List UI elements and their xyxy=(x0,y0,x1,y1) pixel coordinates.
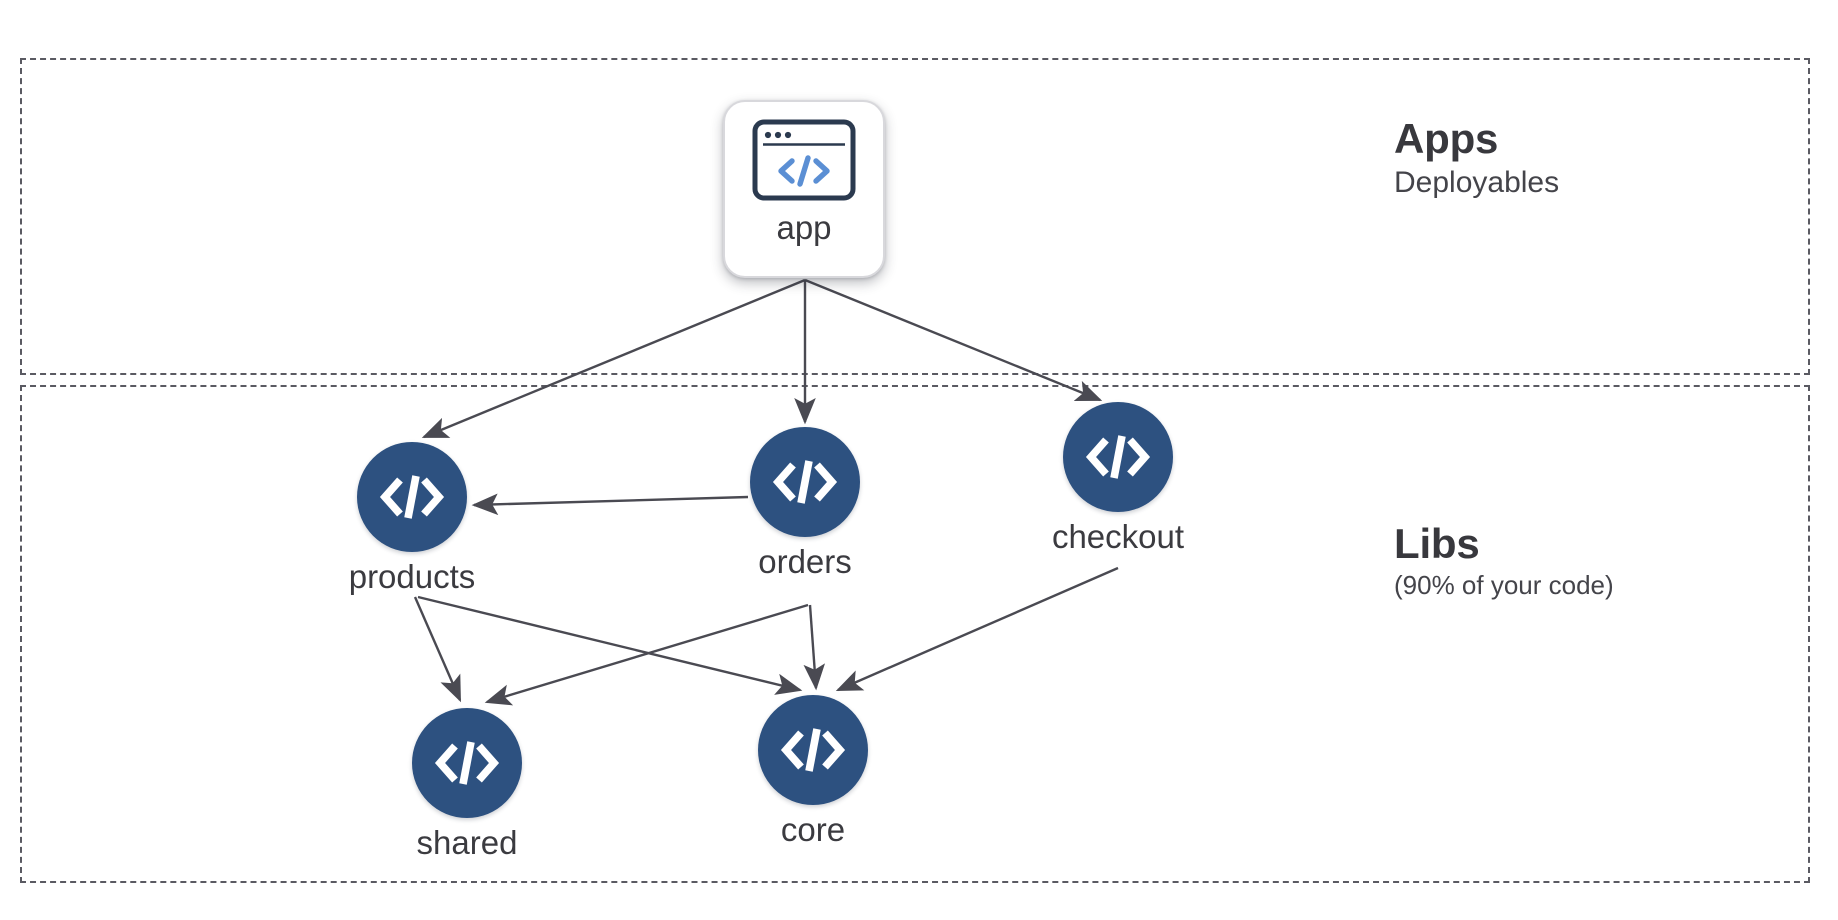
zone-apps xyxy=(20,58,1810,375)
zone-libs-subtitle: (90% of your code) xyxy=(1394,570,1614,601)
code-tags-icon xyxy=(378,467,446,527)
node-shared[interactable]: shared xyxy=(412,708,522,859)
zone-libs xyxy=(20,385,1810,883)
node-orders-label: orders xyxy=(758,543,852,580)
node-app[interactable]: app xyxy=(723,100,885,278)
node-products[interactable]: products xyxy=(349,442,475,593)
zone-apps-caption: Apps Deployables xyxy=(1394,115,1559,200)
browser-window-code-icon xyxy=(752,119,856,201)
node-core-label: core xyxy=(780,811,846,848)
code-tags-icon xyxy=(1084,427,1152,487)
node-checkout-disc xyxy=(1063,402,1173,512)
node-checkout[interactable]: checkout xyxy=(1052,402,1184,553)
node-app-label: app xyxy=(776,209,832,246)
zone-libs-title: Libs xyxy=(1394,520,1480,567)
code-tags-icon xyxy=(779,720,847,780)
code-tags-icon xyxy=(771,452,839,512)
zone-libs-caption: Libs (90% of your code) xyxy=(1394,520,1614,600)
node-orders[interactable]: orders xyxy=(750,427,860,578)
code-tags-icon xyxy=(433,733,501,793)
zone-apps-subtitle: Deployables xyxy=(1394,166,1560,200)
node-products-disc xyxy=(357,442,467,552)
node-shared-label: shared xyxy=(416,824,518,861)
zone-apps-title: Apps xyxy=(1394,115,1499,162)
node-shared-disc xyxy=(412,708,522,818)
node-checkout-label: checkout xyxy=(1051,518,1185,555)
node-core[interactable]: core xyxy=(758,695,868,846)
node-core-disc xyxy=(758,695,868,805)
node-products-label: products xyxy=(348,558,476,595)
node-orders-disc xyxy=(750,427,860,537)
